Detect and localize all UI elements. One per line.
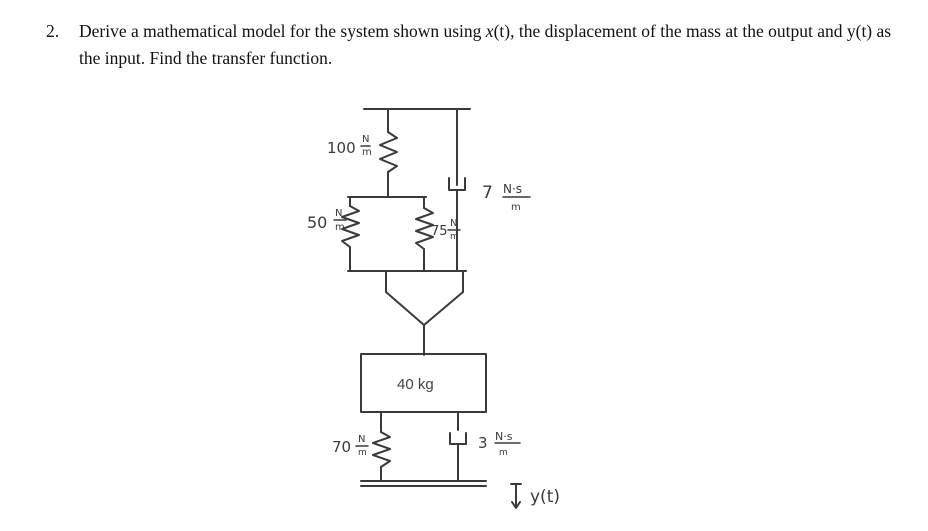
spring-right-unit-den: m: [450, 232, 459, 242]
damper-bottom-3: [449, 411, 467, 482]
v-linkage: [385, 270, 464, 356]
spring-right-value: 75: [431, 224, 448, 239]
spring-bottom-value: 70: [332, 438, 351, 456]
question-text: Derive a mathematical model for the syst…: [79, 18, 906, 72]
spring-top-100: [379, 108, 398, 197]
spring-top-unit-den: m: [362, 147, 372, 158]
spring-right-unit-num: N: [450, 218, 457, 229]
mass-label: 40 kg: [397, 376, 434, 393]
damper-top-unit-den: m: [511, 202, 521, 213]
question-text-part-1: Derive a mathematical model for the syst…: [79, 21, 486, 41]
spring-top-value: 100: [327, 139, 356, 157]
question-text-part-2: (t), the displacement of the mass at the…: [79, 21, 892, 68]
damper-bottom-unit-num: N·s: [495, 430, 513, 443]
damper-top-value: 7: [482, 183, 493, 203]
damper-top-7: [448, 108, 466, 272]
spring-left-50: [341, 196, 360, 271]
spring-bottom-unit-num: N: [358, 434, 365, 445]
spring-right-75: [415, 196, 434, 272]
damper-top-unit-num: N·s: [503, 182, 522, 196]
question: 2. Derive a mathematical model for the s…: [46, 18, 906, 72]
spring-left-value: 50: [307, 213, 327, 232]
question-number: 2.: [46, 21, 60, 41]
damper-bottom-value: 3: [478, 434, 488, 452]
spring-left-unit-den: m: [335, 222, 345, 233]
spring-top-unit-num: N: [362, 134, 369, 145]
mass-block: [360, 353, 487, 413]
input-arrow: [510, 483, 522, 509]
spring-bottom-unit-den: m: [358, 448, 367, 458]
input-label: y(t): [530, 487, 560, 507]
spring-bottom-70: [372, 411, 391, 482]
damper-bottom-unit-den: m: [499, 448, 508, 458]
spring-left-unit-num: N: [335, 208, 342, 219]
x-symbol: x: [485, 21, 494, 41]
